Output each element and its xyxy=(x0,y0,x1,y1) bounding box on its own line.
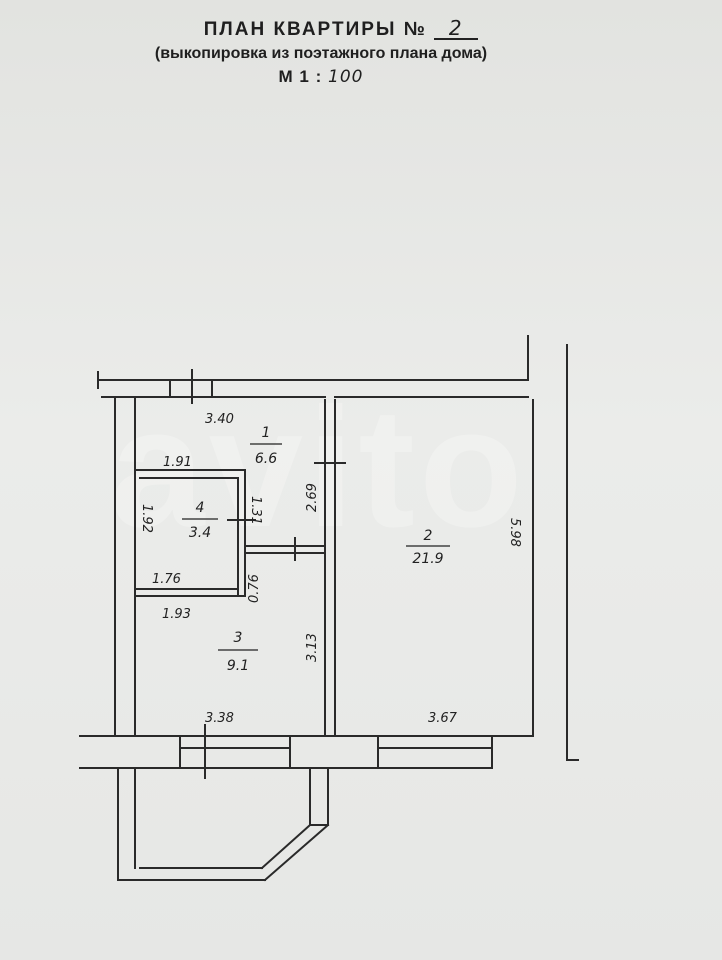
dim-r2-right: 5.98 xyxy=(507,518,522,547)
room1-area: 6.6 xyxy=(255,451,277,467)
dim-r2-bottom: 3.67 xyxy=(428,711,458,726)
plan-title: ПЛАН КВАРТИРЫ № 2 xyxy=(0,18,722,41)
balcony-diagonal-inner xyxy=(260,823,312,870)
room2-number: 2 xyxy=(424,528,433,544)
dim-r4-right: 1.31 xyxy=(248,496,263,525)
room2-area: 21.9 xyxy=(412,551,443,567)
balcony-diagonal-outer xyxy=(263,823,330,882)
dim-corridor-right: 2.69 xyxy=(305,483,320,512)
scale-prefix: М 1 : xyxy=(278,67,323,86)
plan-title-text: ПЛАН КВАРТИРЫ № xyxy=(203,19,427,40)
room4-number: 4 xyxy=(196,500,205,516)
dim-notch: 0.76 xyxy=(247,574,262,603)
dim-r4-top: 1.91 xyxy=(163,455,192,470)
dim-r3-right: 3.13 xyxy=(305,633,320,662)
room1-number: 1 xyxy=(262,425,271,441)
dim-r4-bottom-inner: 1.76 xyxy=(152,572,181,587)
room3-area: 9.1 xyxy=(227,658,249,674)
apartment-number: 2 xyxy=(434,18,479,40)
plan-subtitle: (выкопировка из поэтажного плана дома) xyxy=(154,45,488,62)
plan-scale: М 1 : 100 xyxy=(0,67,722,87)
room4-area: 3.4 xyxy=(189,525,211,541)
dim-top-left: 3.40 xyxy=(205,412,234,427)
dim-r4-bottom-outer: 1.93 xyxy=(162,607,191,622)
room3-number: 3 xyxy=(234,630,243,646)
scale-value: 100 xyxy=(328,67,364,87)
document-header: ПЛАН КВАРТИРЫ № 2 (выкопировка из поэтаж… xyxy=(0,18,722,87)
dim-r3-bottom: 3.38 xyxy=(205,711,234,726)
dim-r4-left: 1.92 xyxy=(139,504,154,533)
